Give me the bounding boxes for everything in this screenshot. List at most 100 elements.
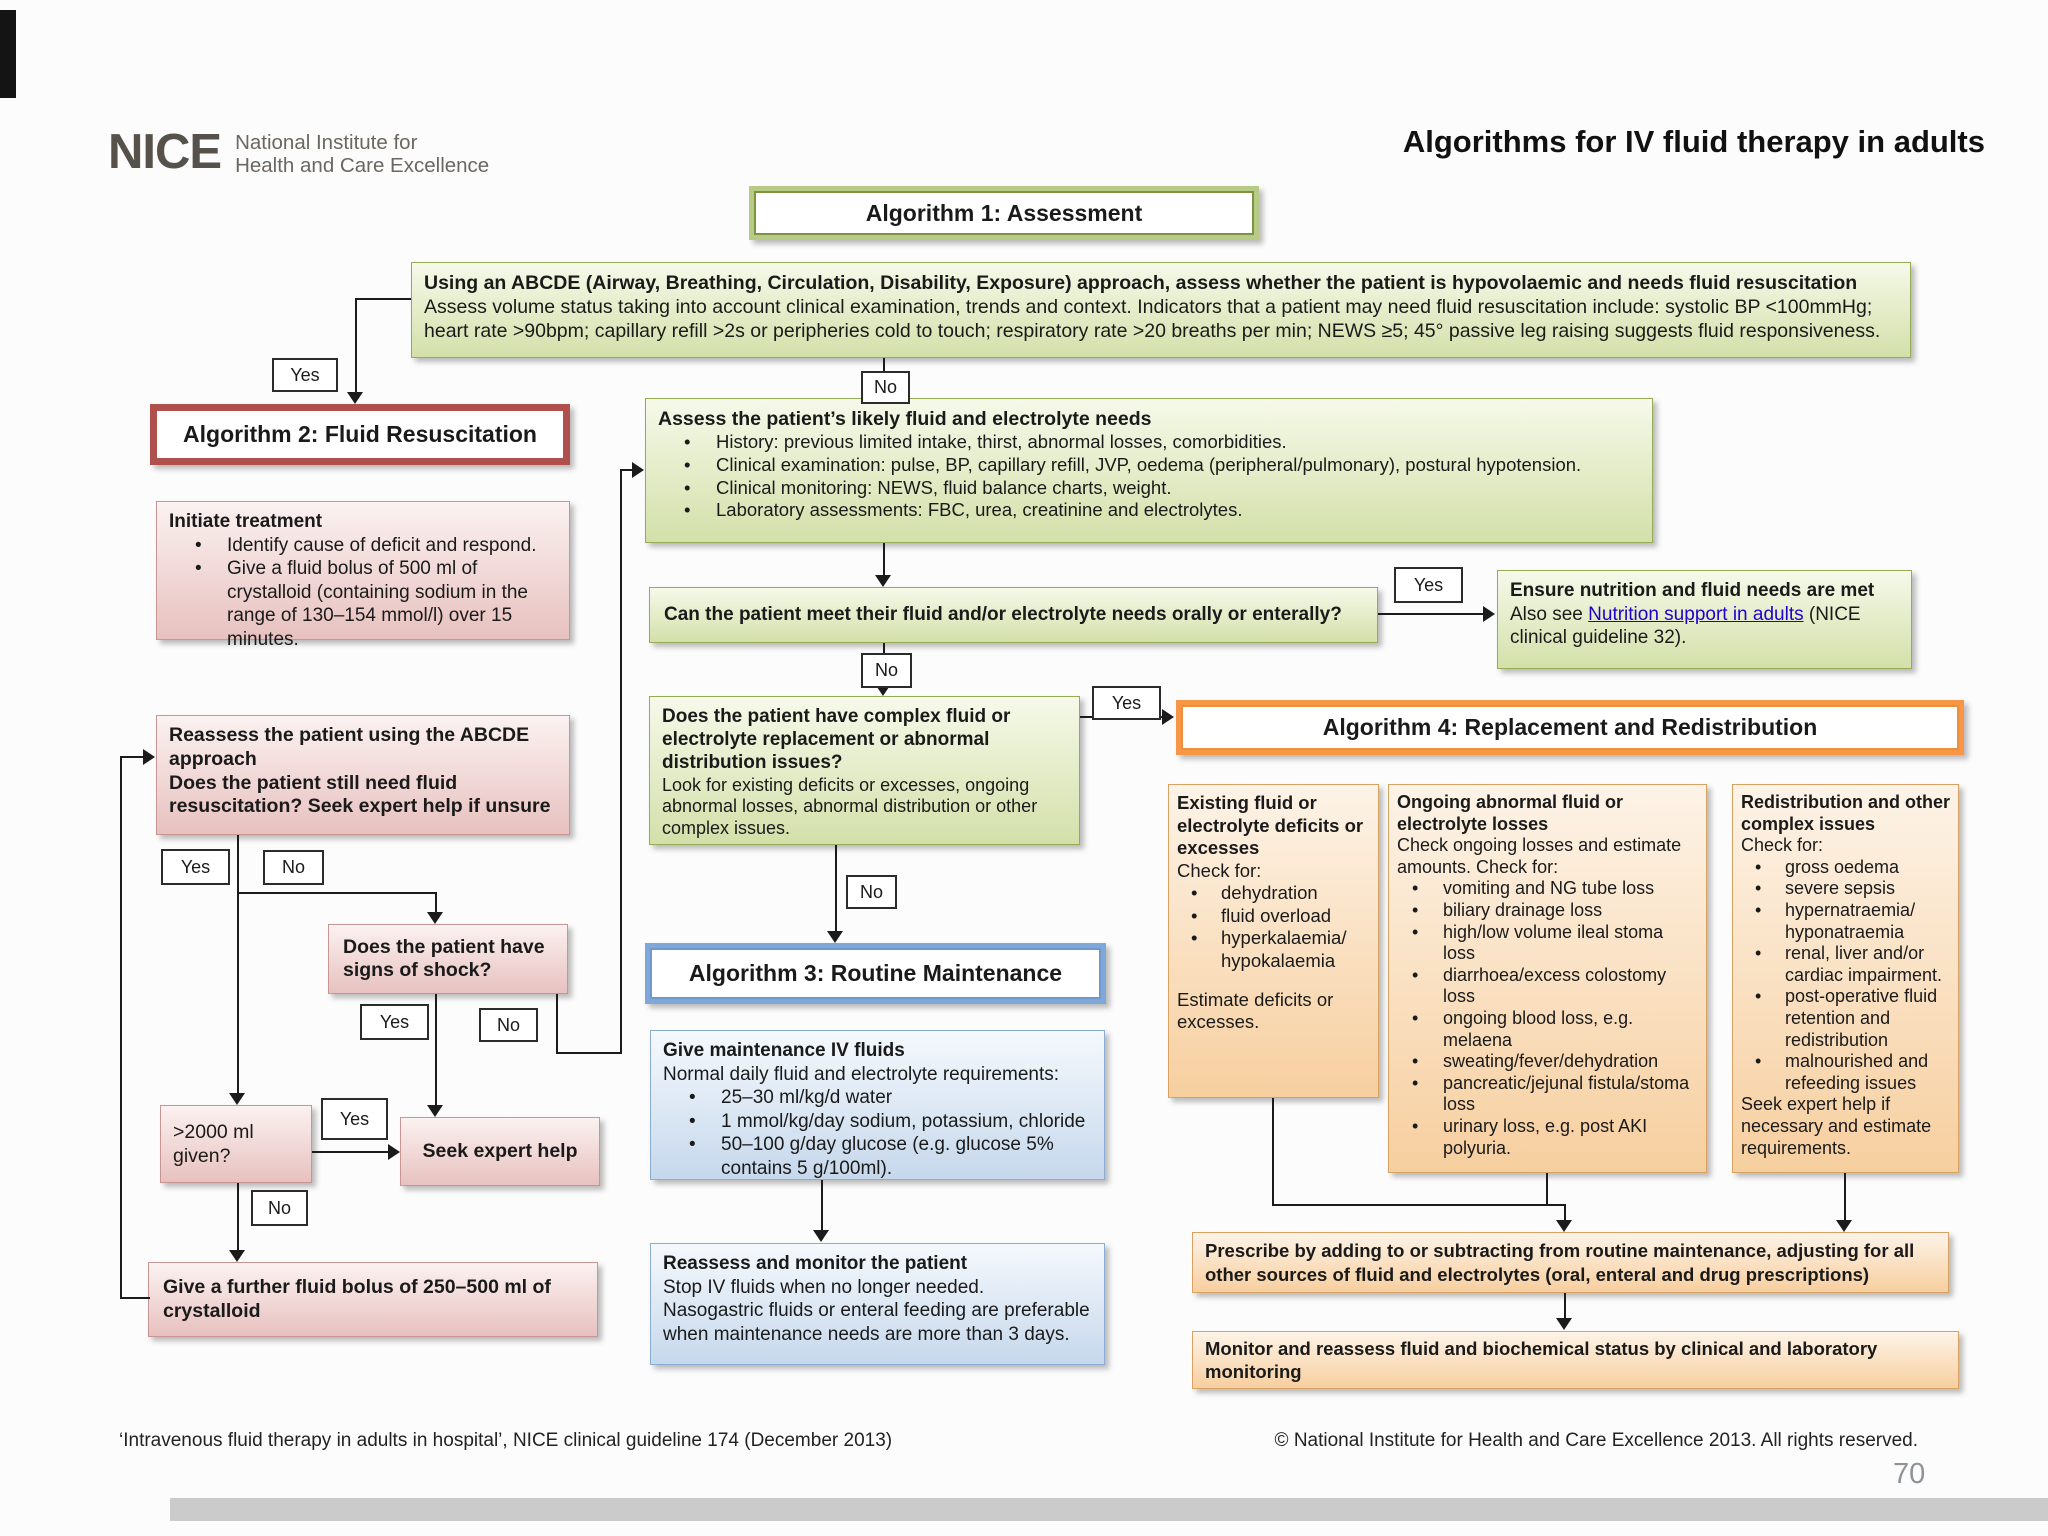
- redistribution-footer: Seek expert help if necessary and estima…: [1741, 1094, 1932, 1158]
- redistribution-title: Redistribution and other complex issues: [1741, 792, 1950, 834]
- seek-expert-help-box: Seek expert help: [400, 1117, 600, 1186]
- label-no-oral: No: [861, 653, 912, 688]
- algorithm3-header: Algorithm 3: Routine Maintenance: [645, 943, 1106, 1004]
- arrow-down: [827, 931, 843, 943]
- assess-needs-bullet: Laboratory assessments: FBC, urea, creat…: [658, 499, 1640, 522]
- arrow-down: [427, 912, 443, 924]
- prescribe-text: Prescribe by adding to or subtracting fr…: [1205, 1240, 1915, 1285]
- redistribution-bullet: renal, liver and/or cardiac impairment.: [1741, 943, 1950, 986]
- abcde-intro-bold: Using an ABCDE (Airway, Breathing, Circu…: [424, 272, 1858, 294]
- redistribution-bullet: hypernatraemia/ hyponatraemia: [1741, 900, 1950, 943]
- arrow-right: [1162, 709, 1174, 725]
- monitor-text: Monitor and reassess fluid and biochemic…: [1205, 1337, 1878, 1382]
- arrow-right: [143, 749, 155, 765]
- redistribution-bullet: gross oedema: [1741, 857, 1950, 879]
- ongoing-losses-bullet: diarrhoea/excess colostomy loss: [1397, 965, 1698, 1008]
- nutrition-note-post: (NICE clinical guideline 32).: [1510, 603, 1861, 649]
- ongoing-losses-bullet: ongoing blood loss, e.g. melaena: [1397, 1008, 1698, 1051]
- footer-copyright: © National Institute for Health and Care…: [1274, 1430, 1918, 1451]
- maintenance-bullet: 25–30 ml/kg/d water: [663, 1086, 1092, 1110]
- assess-needs-bullet: History: previous limited intake, thirst…: [658, 431, 1640, 454]
- ongoing-losses-title: Ongoing abnormal fluid or electrolyte lo…: [1397, 792, 1623, 834]
- maintenance-fluids-box: Give maintenance IV fluids Normal daily …: [650, 1030, 1105, 1180]
- ongoing-losses-bullet: biliary drainage loss: [1397, 900, 1698, 922]
- connector-line: [1378, 613, 1486, 615]
- arrow-right: [632, 462, 644, 478]
- left-edge-black-bar: [0, 10, 16, 98]
- complex-issues-question: Does the patient have complex fluid or e…: [662, 706, 1011, 774]
- ongoing-losses-bullet: high/low volume ileal stoma loss: [1397, 922, 1698, 965]
- label-yes-complex: Yes: [1092, 686, 1161, 720]
- redistribution-bullet: malnourished and refeeding issues: [1741, 1051, 1950, 1094]
- existing-deficits-check: Check for:: [1177, 859, 1262, 881]
- arrow-down: [1556, 1318, 1572, 1330]
- ongoing-losses-bullet: vomiting and NG tube loss: [1397, 878, 1698, 900]
- existing-deficits-bullet: fluid overload: [1177, 905, 1370, 928]
- abcde-intro-text: Assess volume status taking into account…: [424, 296, 1881, 343]
- connector-line: [120, 1297, 150, 1299]
- label-yes-shock: Yes: [360, 1004, 429, 1040]
- existing-deficits-column: Existing fluid or electrolyte deficits o…: [1168, 784, 1379, 1098]
- label-no-assessment: No: [861, 371, 910, 404]
- arrow-down: [347, 392, 363, 404]
- label-no-complex: No: [846, 875, 897, 909]
- assess-needs-box: Assess the patient’s likely fluid and el…: [645, 398, 1653, 543]
- redistribution-bullet: severe sepsis: [1741, 878, 1950, 900]
- connector-line: [120, 756, 146, 758]
- nice-logo-subtext-line1: National Institute for: [235, 131, 418, 154]
- algorithm2-header: Algorithm 2: Fluid Resuscitation: [150, 404, 570, 465]
- ongoing-losses-column: Ongoing abnormal fluid or electrolyte lo…: [1388, 784, 1707, 1173]
- volume-given-box: >2000 ml given?: [160, 1105, 312, 1183]
- volume-given-question: >2000 ml given?: [173, 1120, 254, 1167]
- connector-line: [435, 994, 437, 1107]
- algorithm3-header-label: Algorithm 3: Routine Maintenance: [650, 948, 1101, 999]
- connector-line: [357, 298, 411, 300]
- oral-enteral-question-box: Can the patient meet their fluid and/or …: [649, 587, 1378, 643]
- connector-line: [1272, 1204, 1566, 1206]
- connector-line: [620, 470, 622, 1054]
- complex-issues-box: Does the patient have complex fluid or e…: [649, 696, 1080, 845]
- ongoing-losses-bullet: sweating/fever/dehydration: [1397, 1051, 1698, 1073]
- page-title: Algorithms for IV fluid therapy in adult…: [1402, 124, 1985, 159]
- maintenance-fluids-title: Give maintenance IV fluids: [663, 1040, 905, 1061]
- abcde-intro-box: Using an ABCDE (Airway, Breathing, Circu…: [411, 262, 1911, 358]
- assess-needs-title: Assess the patient’s likely fluid and el…: [658, 408, 1152, 430]
- initiate-treatment-bullet: Give a fluid bolus of 500 ml of crystall…: [169, 557, 557, 651]
- nutrition-support-link[interactable]: Nutrition support in adults: [1588, 603, 1804, 625]
- reassess-monitor-box: Reassess and monitor the patient Stop IV…: [650, 1243, 1105, 1365]
- signs-of-shock-question: Does the patient have signs of shock?: [343, 935, 545, 981]
- complex-issues-note: Look for existing deficits or excesses, …: [662, 774, 1038, 838]
- bottom-gray-strip: [170, 1498, 2048, 1521]
- initiate-treatment-box: Initiate treatment Identify cause of def…: [156, 501, 570, 650]
- algorithm4-header: Algorithm 4: Replacement and Redistribut…: [1176, 700, 1964, 755]
- reassess-abcde-line1: Reassess the patient using the ABCDE app…: [169, 724, 530, 770]
- maintenance-fluids-subtitle: Normal daily fluid and electrolyte requi…: [663, 1063, 1060, 1085]
- ongoing-losses-check: Check ongoing losses and estimate amount…: [1397, 835, 1682, 877]
- connector-line: [1546, 1173, 1548, 1206]
- existing-deficits-title: Existing fluid or electrolyte deficits o…: [1177, 792, 1364, 859]
- label-no-shock: No: [479, 1008, 538, 1042]
- connector-line: [821, 1180, 823, 1233]
- arrow-down: [229, 1093, 245, 1105]
- page-number: 70: [1893, 1458, 1926, 1490]
- nutrition-title: Ensure nutrition and fluid needs are met: [1510, 580, 1875, 601]
- reassess-monitor-title: Reassess and monitor the patient: [663, 1253, 968, 1274]
- ongoing-losses-bullet: urinary loss, e.g. post AKI polyuria.: [1397, 1116, 1698, 1159]
- existing-deficits-bullet: hyperkalaemia/ hypokalaemia: [1177, 927, 1370, 972]
- arrow-down: [875, 575, 891, 587]
- label-yes-reassess: Yes: [161, 849, 230, 885]
- connector-line: [1564, 1293, 1566, 1319]
- connector-line: [1272, 1098, 1274, 1206]
- redistribution-bullet: post-operative fluid retention and redis…: [1741, 986, 1950, 1051]
- algorithm1-header: Algorithm 1: Assessment: [749, 186, 1259, 240]
- seek-expert-help-label: Seek expert help: [422, 1140, 578, 1162]
- further-bolus-box: Give a further fluid bolus of 250–500 ml…: [148, 1262, 598, 1337]
- label-no-reassess: No: [263, 850, 324, 885]
- arrow-down: [813, 1230, 829, 1242]
- monitor-box: Monitor and reassess fluid and biochemic…: [1192, 1331, 1959, 1389]
- label-no-volume: No: [251, 1190, 308, 1226]
- algorithm1-header-label: Algorithm 1: Assessment: [754, 191, 1254, 235]
- arrow-right: [1483, 606, 1495, 622]
- connector-line: [312, 1151, 392, 1153]
- connector-line: [237, 835, 239, 1097]
